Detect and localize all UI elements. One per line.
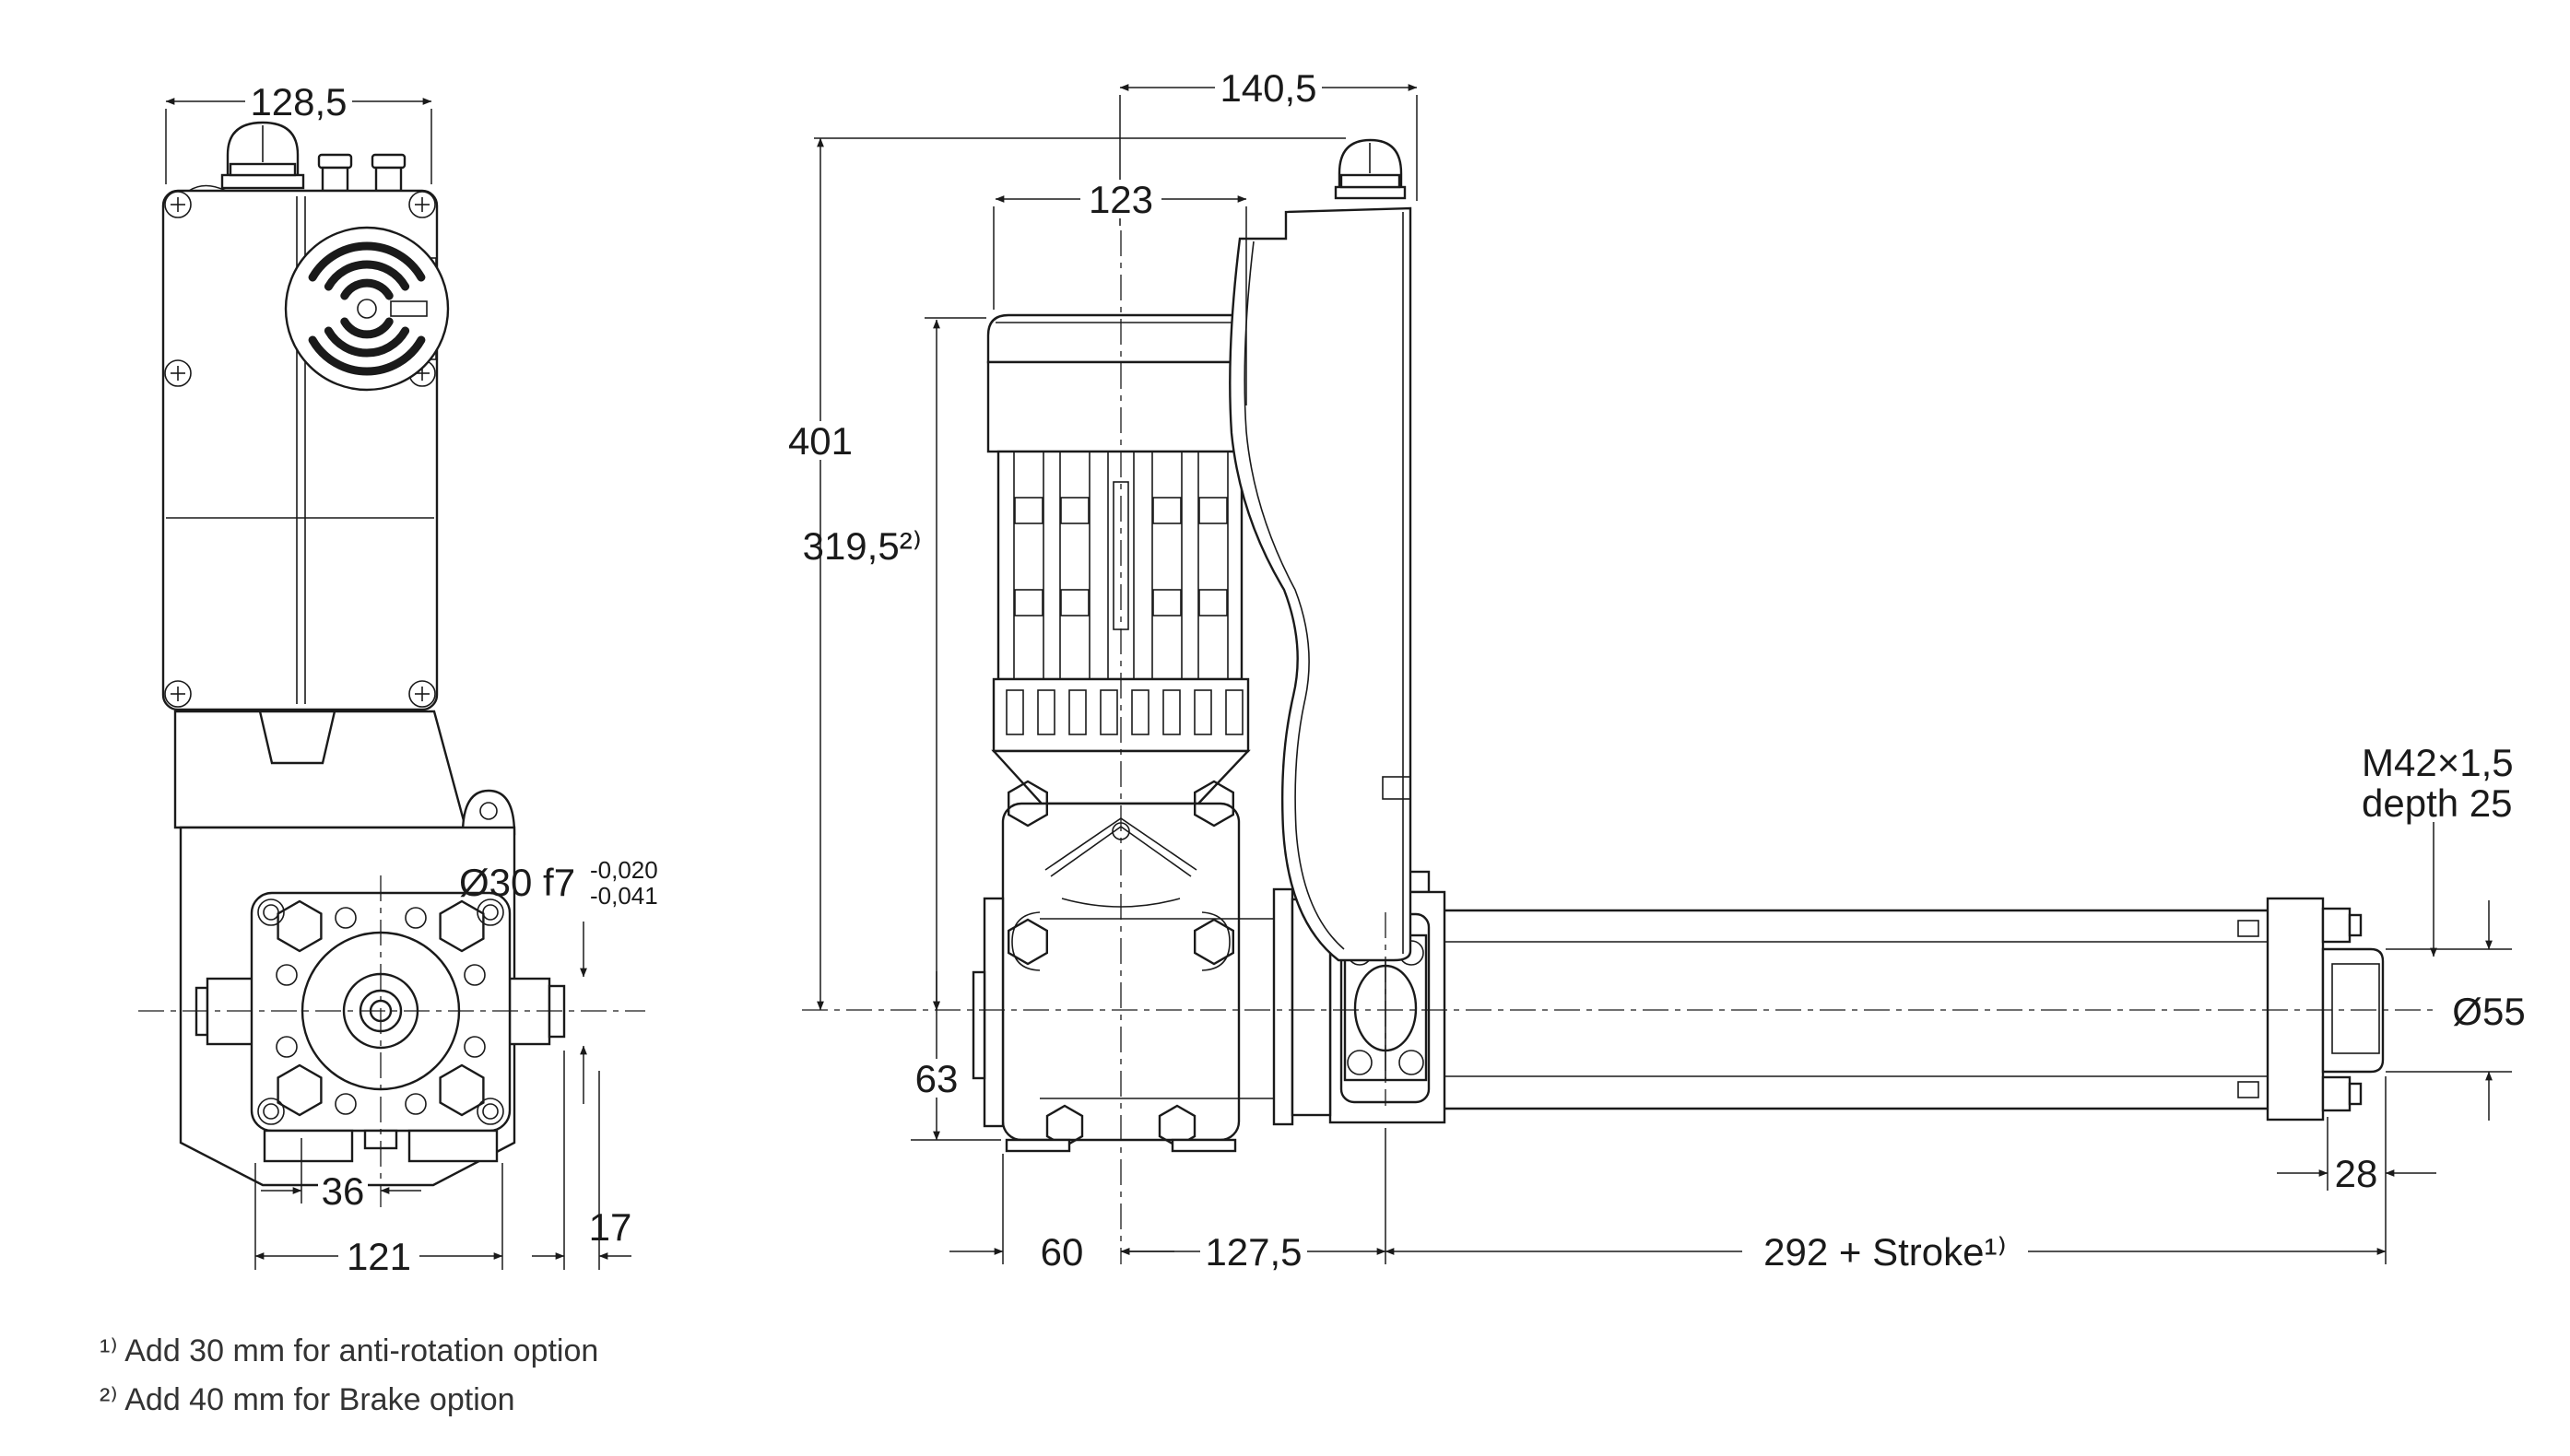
dim-housing-width: 128,5: [250, 80, 347, 123]
motor-fins: [996, 450, 1244, 681]
side-view: [802, 138, 2434, 1264]
cylinder-tube: [1444, 909, 2268, 1110]
dim-axis-to-mounting-face: 127,5: [1205, 1230, 1302, 1274]
dim-body-length: 292 + Stroke¹⁾: [1763, 1230, 2007, 1274]
cable-gland-icon: [220, 121, 305, 190]
dim-rod-end-length: 28: [2335, 1152, 2378, 1195]
dim-axis-to-gearbox-bottom: 63: [915, 1057, 959, 1100]
dim-shaft-tol-lower: -0,041: [590, 882, 658, 910]
gearbox-side: [972, 780, 1241, 1153]
dim-motor-depth: 123: [1089, 178, 1153, 221]
flange-holes: [276, 907, 486, 1115]
dim-hole-offset: 36: [322, 1169, 365, 1213]
footnote-anti-rotation: ¹⁾ Add 30 mm for anti-rotation option: [100, 1333, 598, 1368]
dim-shaft-stub-length: 17: [589, 1205, 632, 1249]
dim-thread-spec: M42×1,5: [2362, 741, 2514, 784]
motor-side: [986, 313, 1251, 805]
flange-hex-bolts: [277, 899, 485, 1117]
end-flange: [2266, 897, 2363, 1121]
speaker-emblem-icon: [284, 226, 450, 392]
dim-axis-to-motor-top: 319,5²⁾: [803, 524, 922, 568]
dim-total-height: 401: [788, 419, 853, 463]
dim-shaft-tol-upper: -0,020: [590, 856, 658, 884]
connector-plugs: [317, 153, 407, 193]
front-view: [138, 121, 645, 1207]
housing-screws: [164, 191, 436, 708]
dim-thread-depth: depth 25: [2362, 781, 2513, 825]
footnotes: ¹⁾ Add 30 mm for anti-rotation option ²⁾…: [100, 1333, 598, 1417]
dim-axis-to-cover: 140,5: [1220, 66, 1316, 110]
dim-rod-end-diameter: Ø55: [2452, 990, 2525, 1033]
controller-cover: [1229, 206, 1412, 962]
dim-gearbox-front-to-axis: 60: [1041, 1230, 1084, 1274]
dimensions: 128,5 140,5 123 401 319,5²⁾ 63 36 121 17…: [165, 66, 2535, 1278]
cable-gland-side-icon: [1334, 138, 1407, 200]
dim-flange-width: 121: [347, 1235, 411, 1278]
dim-shaft-fit: Ø30 f7: [459, 861, 575, 904]
footnote-brake: ²⁾ Add 40 mm for Brake option: [100, 1382, 515, 1417]
